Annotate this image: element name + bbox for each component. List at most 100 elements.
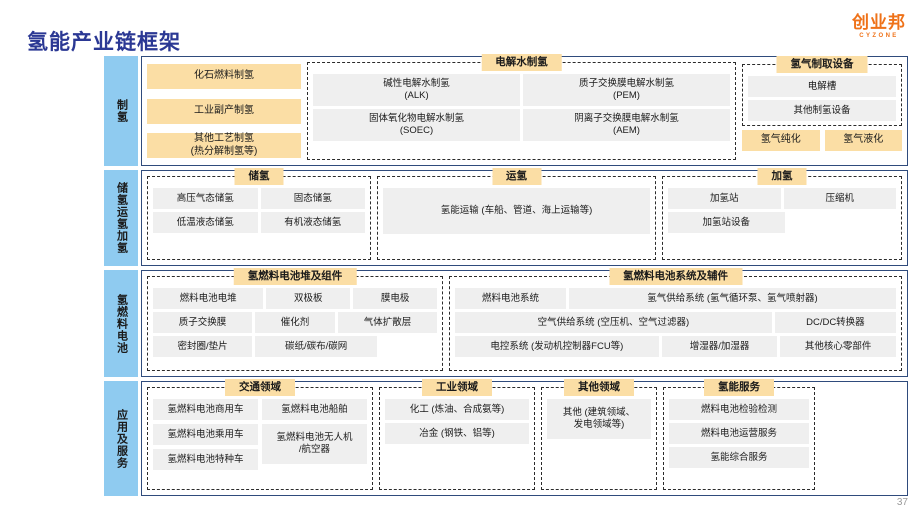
- item-box[interactable]: 压缩机: [783, 188, 896, 209]
- stage-label-fuel-cell: 氢燃料电池: [104, 270, 138, 377]
- item-box[interactable]: 增湿器/加湿器: [661, 336, 778, 357]
- item-box[interactable]: 电控系统 (发动机控制器FCU等): [455, 336, 659, 357]
- item-box[interactable]: 阴离子交换膜电解水制氢 (AEM): [523, 109, 730, 141]
- logo-wordmark: 创业邦: [852, 13, 906, 32]
- group-row: 固体氧化物电解水制氢 (SOEC) 阴离子交换膜电解水制氢 (AEM): [313, 109, 730, 141]
- group-hydrogen-services: 氢能服务 燃料电池检验检测 燃料电池运营服务 氢能综合服务: [663, 379, 815, 490]
- item-box[interactable]: 高压气态储氢: [153, 188, 258, 209]
- item-box[interactable]: 氢燃料电池乘用车: [153, 424, 258, 445]
- item-box[interactable]: 有机液态储氢: [260, 212, 365, 233]
- stage-label-storage-transport-refuel: 储氢运氢加氢: [104, 170, 138, 266]
- chain-row-production: 制氢 化石燃料制氢 工业副产制氢 其他工艺制氢 (热分解制氢等) 电解水制氢 碱…: [104, 54, 908, 166]
- item-box[interactable]: 燃料电池电堆: [153, 288, 264, 309]
- item-box[interactable]: 固态储氢: [260, 188, 365, 209]
- item-box[interactable]: 冶金 (钢铁、铝等): [385, 423, 529, 444]
- stage-label-production: 制氢: [104, 56, 138, 166]
- stage-label-text: 应用及服务: [115, 408, 128, 469]
- item-box[interactable]: 化工 (炼油、合成氨等): [385, 399, 529, 420]
- group-fuel-cell-stack-components: 氢燃料电池堆及组件 燃料电池电堆 双极板 膜电极 质子交换膜 催化剂 气体扩散层…: [147, 268, 443, 371]
- empty-slot: [788, 212, 897, 233]
- item-box[interactable]: 密封圈/垫片: [153, 336, 253, 357]
- group-other-sector: 其他领域 其他 (建筑领域、 发电领域等): [541, 379, 657, 490]
- group-row: 高压气态储氢 固态储氢: [153, 188, 365, 209]
- empty-slot: [380, 336, 437, 357]
- item-box[interactable]: 固体氧化物电解水制氢 (SOEC): [313, 109, 520, 141]
- chain-row-applications-services: 应用及服务 交通领域 氢燃料电池商用车 氢燃料电池乘用车 氢燃料电池特种车 氢燃…: [104, 379, 908, 496]
- group-row: 质子交换膜 催化剂 气体扩散层: [153, 312, 437, 333]
- item-box[interactable]: 膜电极: [353, 288, 438, 309]
- group-column-left: 氢燃料电池商用车 氢燃料电池乘用车 氢燃料电池特种车: [153, 399, 258, 485]
- group-caption: 其他领域: [564, 379, 634, 397]
- group-row: 加氢站设备: [668, 212, 896, 233]
- group-caption: 交通领域: [225, 379, 295, 397]
- item-box[interactable]: 氢能运输 (车船、管道、海上运输等): [383, 188, 650, 234]
- group-row: 密封圈/垫片 碳纸/碳布/碳网: [153, 336, 437, 357]
- logo-subtext: CYZONE: [859, 33, 899, 39]
- group-caption: 储氢: [234, 168, 284, 186]
- chain-row-storage-transport-refuel: 储氢运氢加氢 储氢 高压气态储氢 固态储氢 低温液态储氢 有机液态储氢 运氢 氢…: [104, 168, 908, 266]
- group-caption: 氢气制取设备: [776, 56, 868, 74]
- brand-logo: 创业邦 CYZONE: [852, 14, 906, 39]
- group-column-right: 氢燃料电池船舶 氢燃料电池无人机 /航空器: [262, 399, 367, 485]
- production-equipment-column: 氢气制取设备 电解槽 其他制氢设备 氢气纯化 氢气液化: [742, 56, 902, 160]
- item-box[interactable]: DC/DC转换器: [774, 312, 896, 333]
- group-row: 加氢站 压缩机: [668, 188, 896, 209]
- item-box[interactable]: 碳纸/碳布/碳网: [255, 336, 378, 357]
- item-box[interactable]: 化石燃料制氢: [147, 64, 301, 89]
- item-box[interactable]: 低温液态储氢: [153, 212, 258, 233]
- page-number: 37: [896, 497, 908, 508]
- stage-label-text: 储氢运氢加氢: [115, 182, 128, 254]
- group-caption: 氢燃料电池系统及辅件: [609, 268, 742, 286]
- stage-label-text: 制氢: [115, 99, 128, 123]
- group-caption: 运氢: [492, 168, 541, 186]
- group-hydrogen-refueling: 加氢 加氢站 压缩机 加氢站设备: [662, 168, 902, 260]
- group-caption: 加氢: [757, 168, 807, 186]
- panel-applications-services: 交通领域 氢燃料电池商用车 氢燃料电池乘用车 氢燃料电池特种车 氢燃料电池船舶 …: [141, 379, 908, 496]
- item-box[interactable]: 氢燃料电池特种车: [153, 449, 258, 470]
- item-box[interactable]: 空气供给系统 (空压机、空气过滤器): [455, 312, 772, 333]
- item-box[interactable]: 燃料电池系统: [455, 288, 566, 309]
- item-box[interactable]: 催化剂: [254, 312, 336, 333]
- group-row: 燃料电池系统 氢气供给系统 (氢气循环泵、氢气喷射器): [455, 288, 896, 309]
- item-box[interactable]: 氢能综合服务: [669, 447, 809, 468]
- item-box[interactable]: 工业副产制氢: [147, 98, 301, 124]
- group-caption: 电解水制氢: [481, 54, 562, 72]
- item-box[interactable]: 质子交换膜: [153, 312, 252, 333]
- group-row: 低温液态储氢 有机液态储氢: [153, 212, 365, 233]
- item-box[interactable]: 其他 (建筑领域、 发电领域等): [547, 399, 651, 439]
- production-direct-items: 化石燃料制氢 工业副产制氢 其他工艺制氢 (热分解制氢等): [147, 62, 301, 160]
- item-box[interactable]: 氢燃料电池无人机 /航空器: [262, 424, 367, 464]
- item-box[interactable]: 碱性电解水制氢 (ALK): [313, 74, 520, 106]
- item-box[interactable]: 电解槽: [748, 76, 896, 97]
- group-row: 燃料电池电堆 双极板 膜电极: [153, 288, 438, 309]
- item-box[interactable]: 氢燃料电池商用车: [153, 399, 258, 420]
- item-box[interactable]: 氢气液化: [824, 130, 902, 151]
- item-box[interactable]: 加氢站设备: [668, 212, 785, 233]
- item-box[interactable]: 氢气纯化: [742, 130, 820, 151]
- group-hydrogen-transport: 运氢 氢能运输 (车船、管道、海上运输等): [377, 168, 656, 260]
- item-box[interactable]: 质子交换膜电解水制氢 (PEM): [523, 74, 730, 106]
- item-box[interactable]: 其他制氢设备: [748, 100, 896, 121]
- item-box[interactable]: 燃料电池运营服务: [669, 423, 809, 444]
- group-caption: 工业领域: [422, 379, 492, 397]
- panel-storage-transport-refuel: 储氢 高压气态储氢 固态储氢 低温液态储氢 有机液态储氢 运氢 氢能运输 (车船…: [141, 168, 908, 266]
- item-box[interactable]: 加氢站: [668, 188, 781, 209]
- stage-label-text: 氢燃料电池: [115, 293, 128, 354]
- stage-label-applications-services: 应用及服务: [104, 381, 138, 496]
- group-columns: 氢燃料电池商用车 氢燃料电池乘用车 氢燃料电池特种车 氢燃料电池船舶 氢燃料电池…: [153, 399, 367, 485]
- chain-row-fuel-cell: 氢燃料电池 氢燃料电池堆及组件 燃料电池电堆 双极板 膜电极 质子交换膜 催化剂…: [104, 268, 908, 377]
- item-box[interactable]: 氢气供给系统 (氢气循环泵、氢气喷射器): [568, 288, 896, 309]
- hydrogen-value-chain-diagram: 制氢 化石燃料制氢 工业副产制氢 其他工艺制氢 (热分解制氢等) 电解水制氢 碱…: [104, 54, 908, 508]
- item-box[interactable]: 双极板: [266, 288, 351, 309]
- group-fuel-cell-system-auxiliaries: 氢燃料电池系统及辅件 燃料电池系统 氢气供给系统 (氢气循环泵、氢气喷射器) 空…: [449, 268, 902, 371]
- group-caption: 氢能服务: [704, 379, 774, 397]
- group-industrial-sector: 工业领域 化工 (炼油、合成氨等) 冶金 (钢铁、铝等): [379, 379, 535, 490]
- panel-production: 化石燃料制氢 工业副产制氢 其他工艺制氢 (热分解制氢等) 电解水制氢 碱性电解…: [141, 54, 908, 166]
- item-box[interactable]: 燃料电池检验检测: [669, 399, 809, 420]
- production-equipment-extra-items: 氢气纯化 氢气液化: [742, 130, 902, 151]
- item-box[interactable]: 其他核心零部件: [780, 336, 896, 357]
- item-box[interactable]: 其他工艺制氢 (热分解制氢等): [147, 133, 301, 158]
- item-box[interactable]: 氢燃料电池船舶: [262, 399, 367, 420]
- item-box[interactable]: 气体扩散层: [338, 312, 437, 333]
- group-hydrogen-production-equipment: 氢气制取设备 电解槽 其他制氢设备: [742, 56, 902, 126]
